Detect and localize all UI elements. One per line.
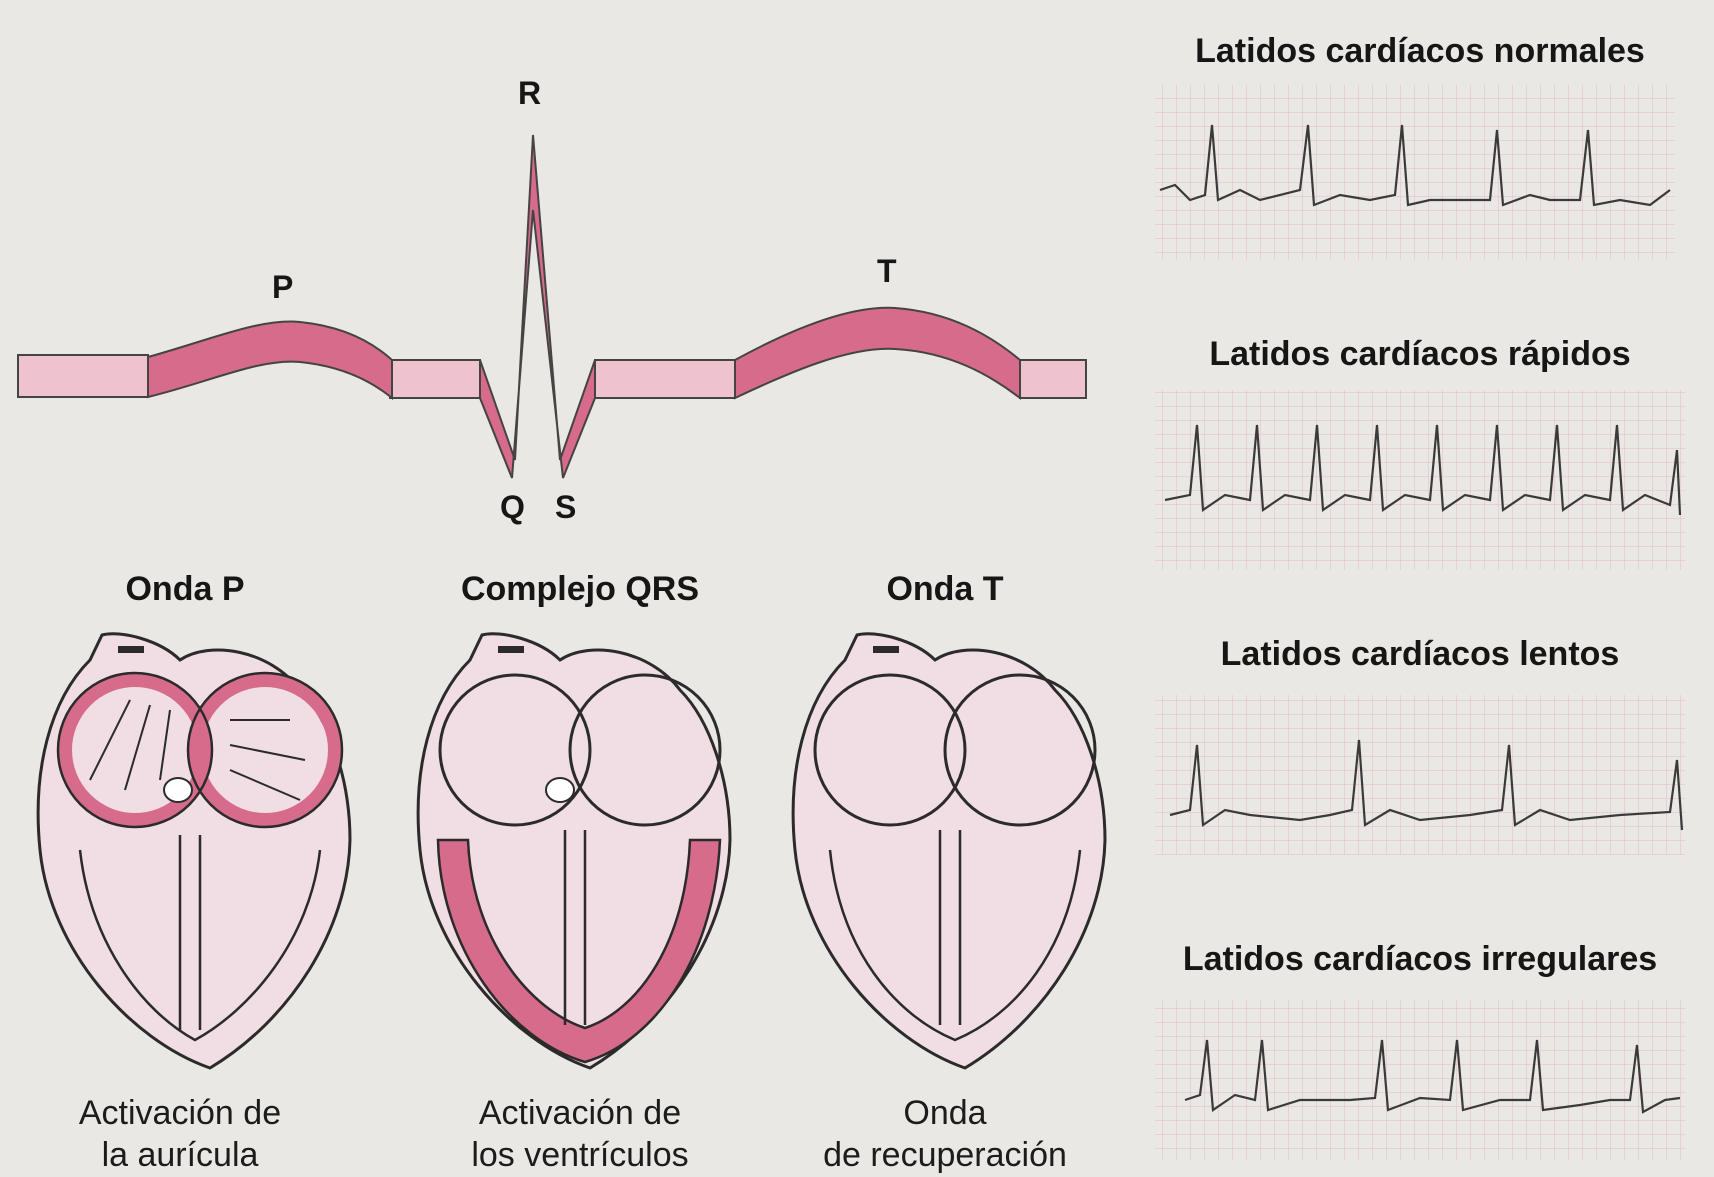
ecg-strip-irregular: Latidos cardíacos irregulares (1155, 940, 1685, 1160)
heart-caption-line1: Activación de (479, 1094, 681, 1132)
strip-grid (1155, 390, 1685, 570)
t-wave-band (735, 308, 1020, 398)
heart-caption-line1: Activación de (79, 1094, 281, 1132)
strip-grid (1155, 85, 1675, 260)
baseline-segment (18, 355, 148, 397)
strip-title: Latidos cardíacos lentos (1221, 635, 1620, 673)
ecg-strip-normal: Latidos cardíacos normales (1155, 32, 1675, 260)
label-q: Q (500, 489, 525, 525)
ecg-waveform: P R T Q S (18, 75, 1086, 525)
heart-p-wave: Onda P Activación de la aurícula (38, 570, 350, 1174)
ecg-strip-slow: Latidos cardíacos lentos (1155, 635, 1685, 855)
av-node (546, 778, 574, 802)
heart-caption-line2: de recuperación (823, 1136, 1067, 1174)
heart-title: Onda T (886, 570, 1003, 608)
baseline-segment (595, 360, 735, 398)
strip-grid (1155, 695, 1685, 855)
heart-caption-line1: Onda (903, 1094, 986, 1132)
strip-grid (1155, 1000, 1685, 1160)
aorta-cap (873, 646, 899, 653)
sa-node (164, 778, 192, 802)
ecg-strip-fast: Latidos cardíacos rápidos (1155, 335, 1685, 570)
aorta-cap (498, 646, 524, 653)
label-p: P (272, 269, 293, 305)
heart-title: Complejo QRS (461, 570, 699, 608)
strip-title: Latidos cardíacos irregulares (1183, 940, 1657, 978)
p-wave-band (148, 322, 392, 398)
heart-caption-line2: la aurícula (102, 1136, 259, 1174)
heart-t-wave: Onda T Onda de recuperación (793, 570, 1105, 1174)
heart-title: Onda P (125, 570, 244, 608)
baseline-segment (390, 360, 480, 398)
label-t: T (877, 253, 897, 289)
heart-outline (793, 634, 1105, 1068)
qrs-complex-band (480, 135, 595, 478)
heart-qrs-complex: Complejo QRS Activación de los ventrícul… (418, 570, 730, 1174)
label-s: S (555, 489, 576, 525)
strip-title: Latidos cardíacos normales (1195, 32, 1645, 70)
strip-title: Latidos cardíacos rápidos (1209, 335, 1630, 373)
heart-caption-line2: los ventrículos (471, 1136, 688, 1174)
aorta-cap (118, 646, 144, 653)
baseline-segment (1020, 360, 1086, 398)
label-r: R (518, 75, 541, 111)
